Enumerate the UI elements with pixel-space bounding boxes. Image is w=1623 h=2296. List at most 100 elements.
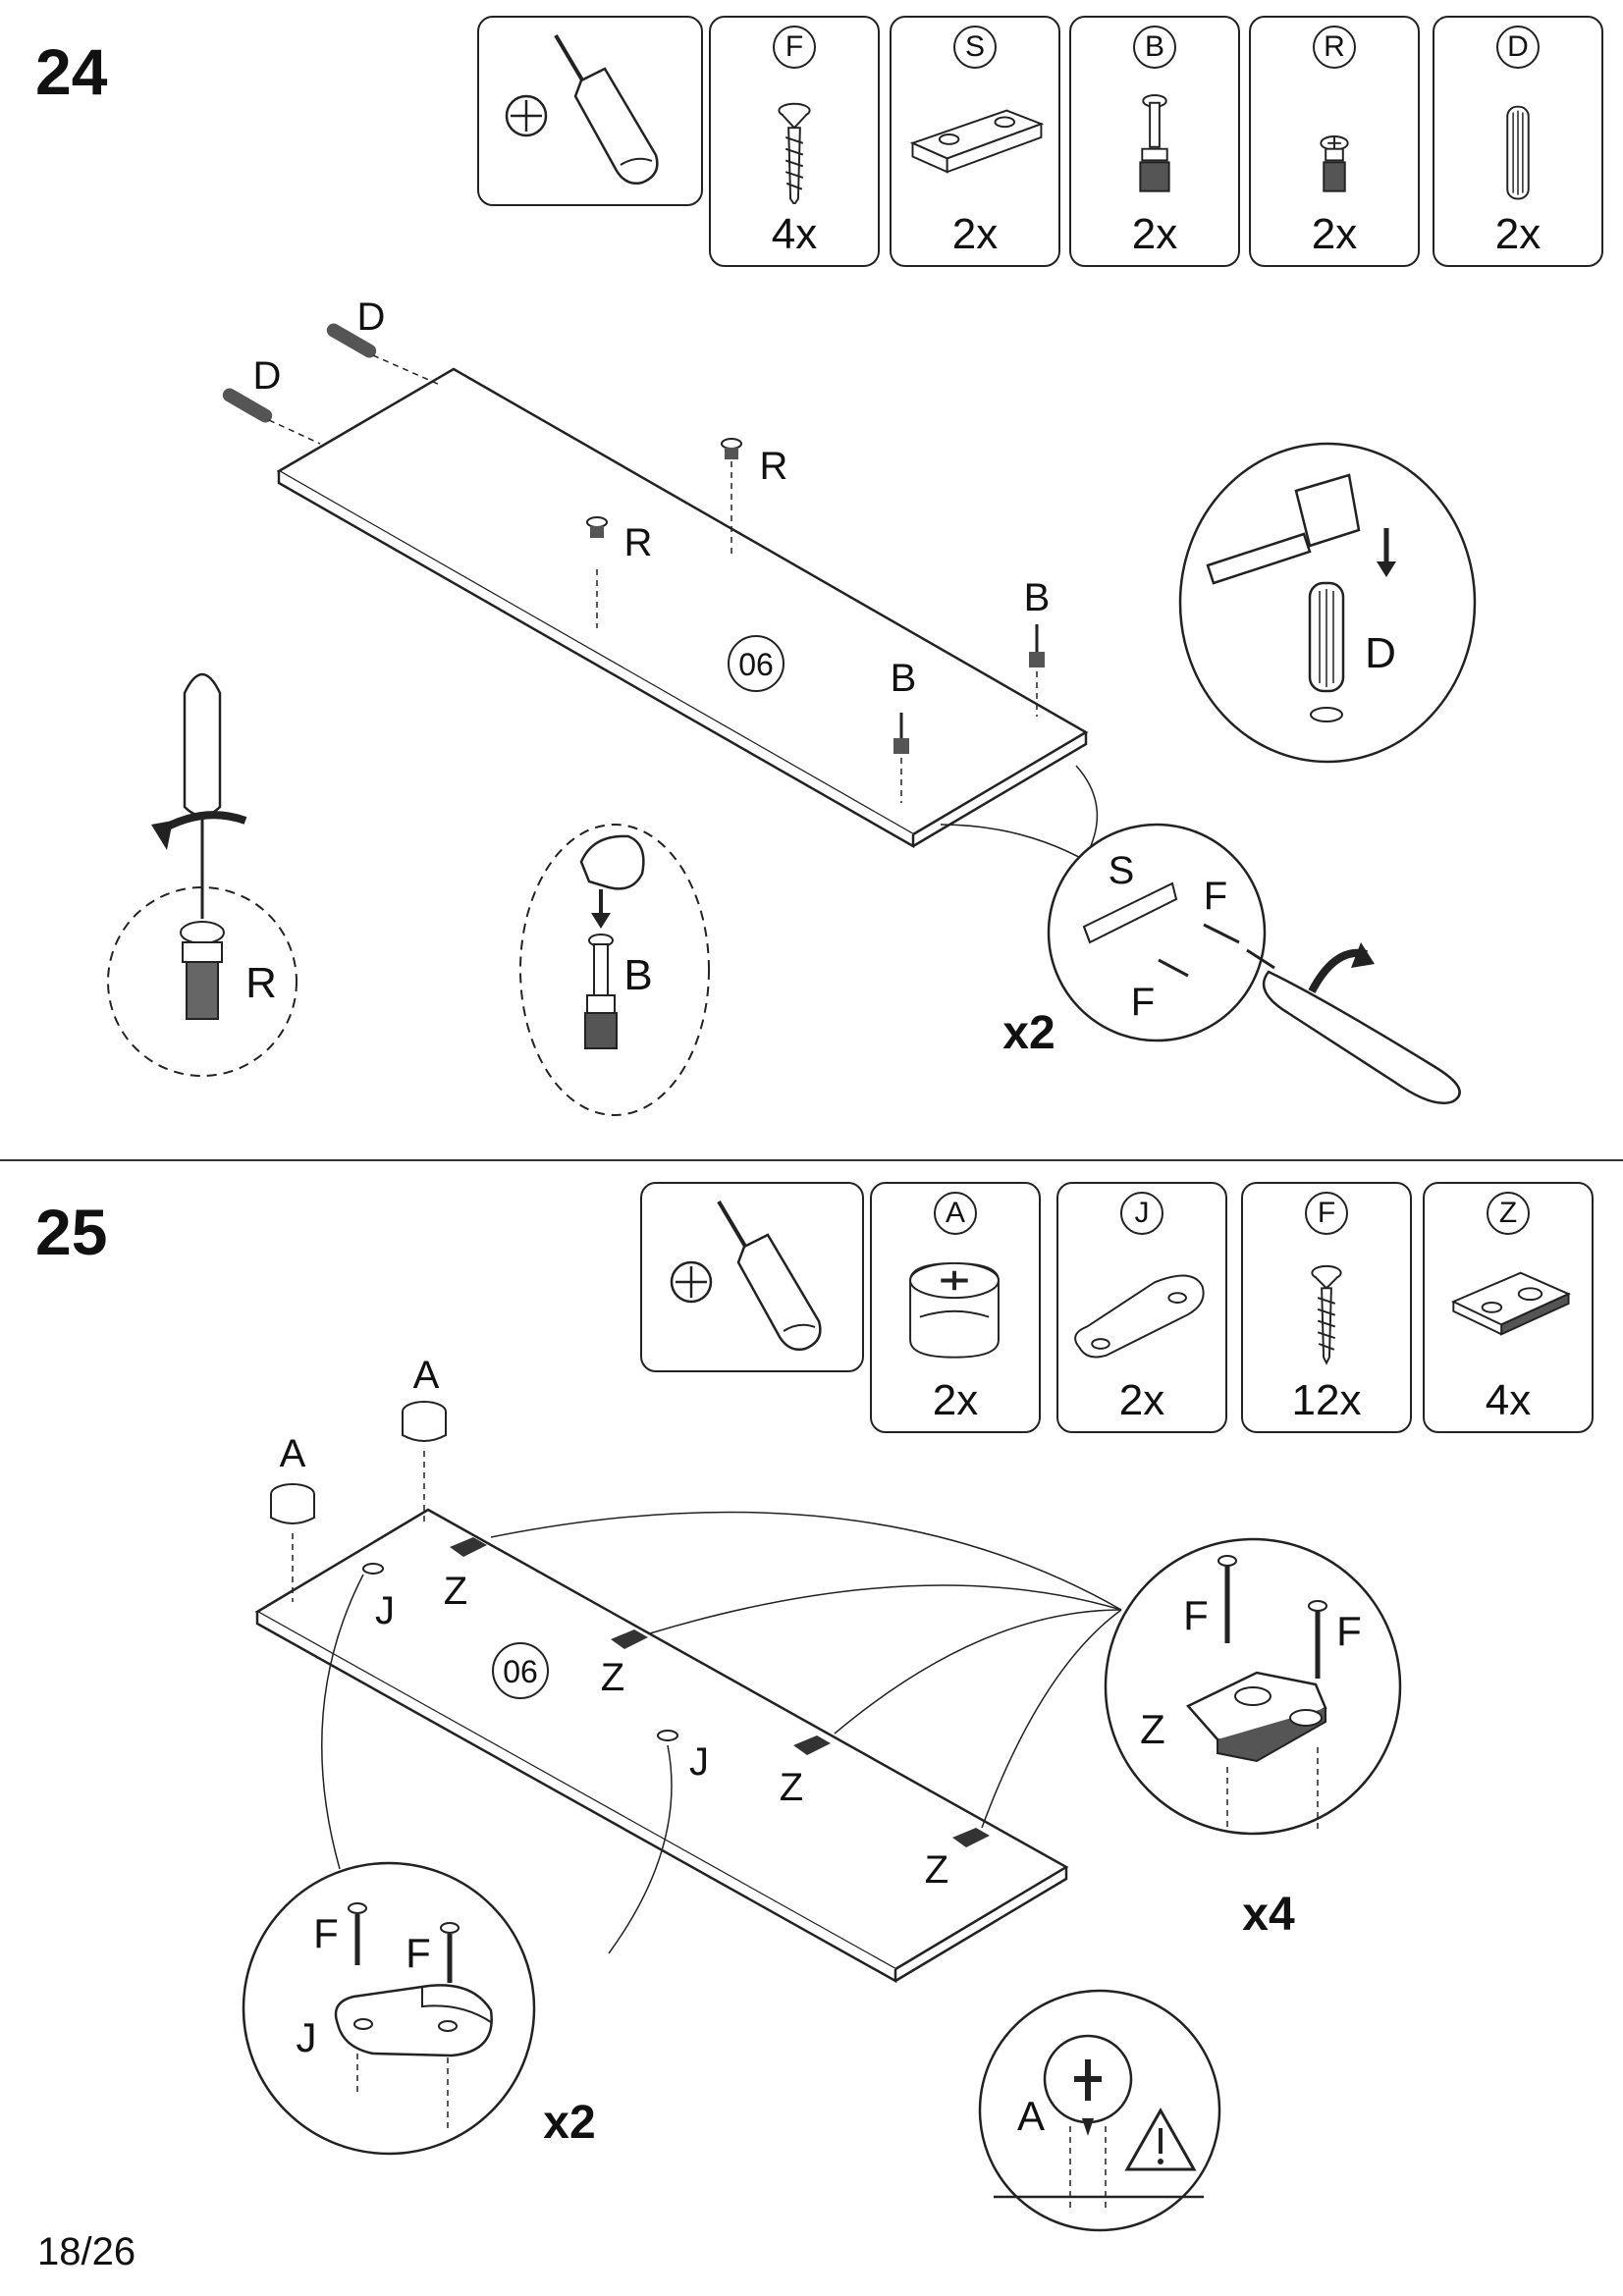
callout-f: F — [1336, 1608, 1362, 1654]
multiplier: x2 — [543, 2097, 595, 2149]
hinge-plate-icon — [611, 1629, 648, 1649]
bracket-icon — [657, 1730, 678, 1741]
part-qty: 2x — [1118, 1376, 1165, 1424]
panel-number: 06 — [503, 1654, 538, 1689]
screwdriver-icon — [183, 672, 222, 818]
part-qty: 2x — [951, 210, 999, 258]
callout-f: F — [406, 1930, 431, 1976]
part-code: F — [773, 26, 816, 69]
screw-icon — [1158, 958, 1189, 978]
hinge-plate-icon — [952, 1828, 990, 1847]
part-qty: 2x — [1494, 210, 1542, 258]
finger-icon — [579, 834, 645, 890]
plate-icon — [909, 109, 1045, 174]
callout-a: A — [413, 1354, 440, 1397]
callout-a: A — [1017, 2093, 1045, 2139]
screw-detail — [107, 672, 298, 1077]
cam-lock-icon — [402, 1401, 447, 1523]
dowel-screw-icon — [721, 438, 742, 556]
callout-r: R — [760, 445, 788, 488]
cam-bolt-icon — [1029, 624, 1045, 717]
part-qty: 4x — [1485, 1376, 1532, 1424]
wood-dowel-icon — [222, 388, 321, 445]
callout-z: Z — [1140, 1706, 1165, 1752]
part-box-b: B 2x — [1069, 16, 1240, 267]
cam-bolt-icon — [1139, 93, 1170, 192]
part-box-a: A 2x — [870, 1182, 1041, 1433]
callout-z: Z — [601, 1656, 624, 1699]
page-number: 18/26 — [37, 2230, 136, 2273]
hinge-plate-icon — [1450, 1271, 1571, 1336]
dowel-screw-icon — [1320, 135, 1349, 192]
part-qty: 2x — [1311, 210, 1358, 258]
part-box-r: R 2x — [1249, 16, 1420, 267]
callout-a: A — [280, 1432, 306, 1475]
hammer-icon — [1294, 473, 1361, 548]
part-code: A — [934, 1192, 977, 1235]
hammer-detail — [1178, 442, 1477, 764]
callout-b: B — [891, 657, 917, 700]
callout-r: R — [245, 959, 277, 1007]
callout-d: D — [1365, 629, 1396, 677]
panel-number: 06 — [738, 647, 774, 682]
panel-number-circle — [492, 1642, 549, 1699]
callout-s: S — [1109, 849, 1135, 892]
part-box-d: D 2x — [1433, 16, 1603, 267]
part-qty: 12x — [1291, 1376, 1362, 1424]
cam-bolt-icon — [893, 713, 909, 803]
callout-z: Z — [444, 1570, 467, 1613]
wood-dowel-icon — [326, 323, 441, 386]
callout-z: Z — [780, 1766, 803, 1809]
part-qty: 2x — [932, 1376, 979, 1424]
part-box-z: Z 4x — [1423, 1182, 1594, 1433]
part-qty: 2x — [1131, 210, 1178, 258]
part-code: S — [953, 26, 997, 69]
panel-number-circle — [728, 635, 784, 692]
part-box-s: S 2x — [890, 16, 1060, 267]
multiplier: x2 — [1002, 1007, 1055, 1059]
step-divider — [0, 1159, 1623, 1161]
callout-f: F — [313, 1910, 339, 1956]
multiplier: x4 — [1242, 1889, 1295, 1941]
callout-b: B — [1024, 576, 1051, 619]
callout-f: F — [1183, 1592, 1209, 1638]
bracket-detail — [242, 1861, 536, 2156]
part-code: D — [1496, 26, 1540, 69]
wood-dowel-icon — [1506, 105, 1530, 200]
callout-r: R — [624, 521, 653, 564]
part-box-f: F 12x — [1241, 1182, 1412, 1433]
bracket-icon — [1074, 1274, 1205, 1359]
part-code: J — [1120, 1192, 1163, 1235]
screwdriver-icon — [505, 33, 659, 185]
part-code: B — [1133, 26, 1176, 69]
step-number: 25 — [35, 1196, 108, 1268]
plate-detail — [940, 765, 1461, 1105]
bracket-icon — [334, 1984, 493, 2057]
callout-z: Z — [925, 1848, 948, 1892]
bracket-icon — [362, 1563, 384, 1575]
dowel-screw-icon — [586, 516, 608, 628]
cam-lock-icon — [909, 1261, 1000, 1359]
step-number: 24 — [35, 35, 108, 108]
screw-icon — [1311, 1264, 1342, 1365]
part-box-j: J 2x — [1056, 1182, 1227, 1433]
panel-06 — [276, 367, 1089, 849]
screw-icon — [778, 102, 811, 204]
callout-f: F — [1131, 981, 1155, 1024]
cam-orientation-detail — [978, 1989, 1221, 2232]
part-code: F — [1305, 1192, 1348, 1235]
hinge-plate-icon — [450, 1537, 487, 1557]
screwdriver-icon — [1263, 970, 1461, 1105]
callout-j: J — [689, 1740, 709, 1784]
callout-j: J — [297, 2014, 317, 2060]
callout-d: D — [357, 295, 386, 339]
callout-j: J — [375, 1589, 395, 1632]
callout-b: B — [623, 951, 652, 999]
screwdriver-icon — [670, 1200, 822, 1351]
screwdriver-tool-box — [477, 16, 703, 206]
part-code: R — [1313, 26, 1356, 69]
cam-lock-icon — [270, 1483, 315, 1602]
